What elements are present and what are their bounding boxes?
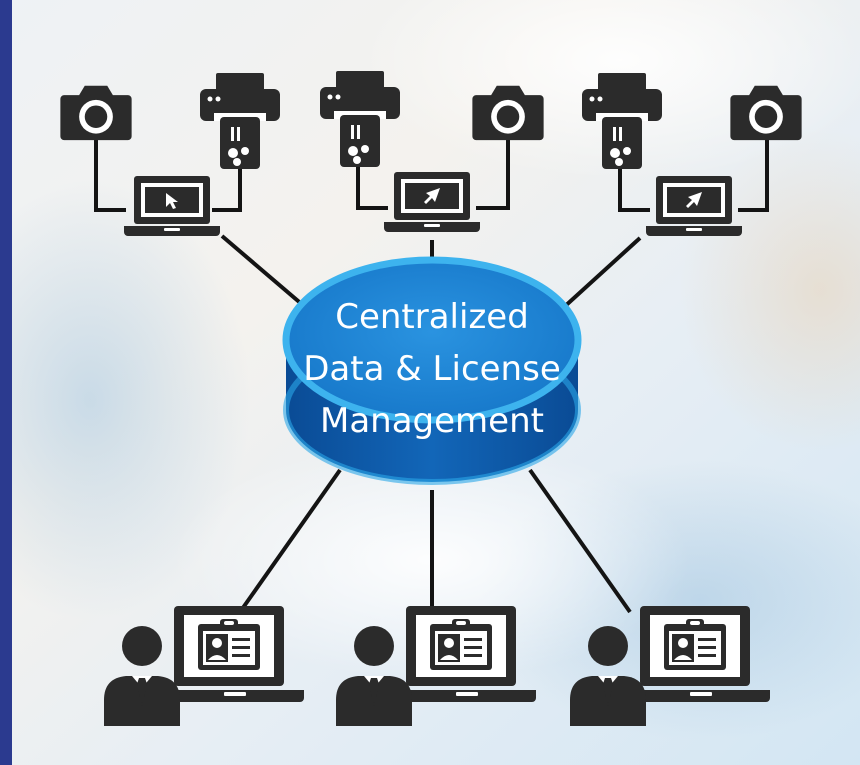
wire-hub-user-right bbox=[528, 468, 632, 614]
printer-icon bbox=[320, 71, 400, 167]
printer-icon bbox=[582, 73, 662, 169]
wire-printer-left bbox=[212, 165, 242, 212]
device-group-top-left bbox=[60, 73, 280, 236]
central-hub: Centralized Data & License Management bbox=[282, 256, 582, 485]
camera-icon bbox=[730, 85, 802, 141]
user-workstation-icon bbox=[336, 606, 536, 726]
laptop-icon bbox=[646, 176, 742, 236]
user-workstation-icon bbox=[570, 606, 770, 726]
camera-icon bbox=[60, 85, 132, 141]
laptop-icon bbox=[124, 176, 220, 236]
wire-hub-user-left bbox=[238, 468, 342, 614]
device-group-top-center bbox=[320, 71, 544, 232]
wire-camera-right bbox=[738, 130, 769, 212]
laptop-icon bbox=[384, 172, 480, 232]
wire-camera-left bbox=[94, 130, 126, 212]
user-group-bottom bbox=[104, 606, 770, 726]
user-workstation-icon bbox=[104, 606, 304, 726]
wire-camera-center bbox=[476, 130, 510, 210]
hub-top bbox=[282, 256, 582, 424]
hub-label-line-1: Centralized bbox=[335, 297, 529, 337]
wire-printer-right bbox=[618, 160, 650, 212]
camera-icon bbox=[472, 85, 544, 141]
hub-label-line-3: Management bbox=[320, 401, 544, 441]
printer-icon bbox=[200, 73, 280, 169]
hub-label-line-2: Data & License bbox=[303, 349, 561, 389]
wire-printer-center bbox=[356, 160, 388, 210]
left-accent-bar bbox=[0, 0, 12, 765]
